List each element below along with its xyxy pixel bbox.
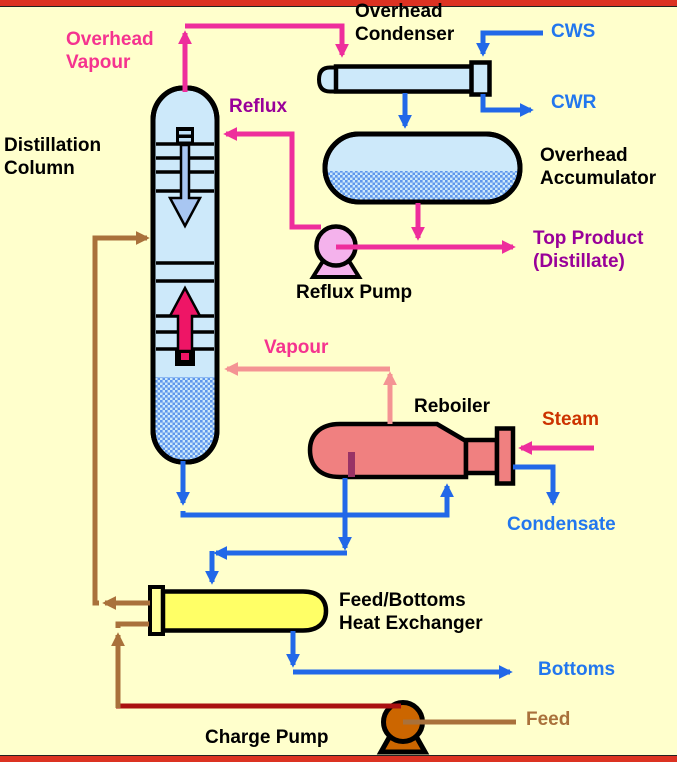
top-border (0, 0, 677, 7)
bottoms-to-reboiler-line (180, 483, 454, 518)
label-distillation-column: Distillation Column (4, 135, 102, 179)
label-vapour: Vapour (264, 337, 329, 358)
cws-line (476, 30, 543, 57)
exchanger-feed-inlet-line (115, 621, 149, 628)
label-steam: Steam (542, 409, 600, 430)
condenser-head (469, 60, 492, 97)
overhead-vapour-line-to-condenser (185, 23, 349, 58)
accumulator-liquid (325, 171, 520, 202)
condenser-shell (333, 64, 475, 94)
reboiler-shell (307, 421, 469, 480)
label-condensate: Condensate (507, 514, 616, 535)
heat-exchanger-vessel (148, 585, 329, 636)
reboiler-weir (348, 452, 355, 477)
label-cwr: CWR (551, 92, 597, 113)
label-overhead-vapour: Overhead Vapour (66, 29, 154, 73)
column-bottoms-liquid (153, 377, 217, 462)
overhead-accumulator-vessel (322, 131, 523, 205)
reflux-line (223, 127, 321, 230)
reboiler-flange (494, 426, 516, 486)
label-reflux: Reflux (229, 96, 288, 117)
label-overhead-condenser: Overhead Condenser (355, 1, 455, 45)
reflux-pump-symbol (309, 224, 363, 279)
column-internal-up-arrow (167, 285, 203, 366)
label-feed: Feed (526, 709, 571, 730)
reboiler-vessel (307, 421, 516, 486)
overhead-condenser-vessel (316, 60, 492, 97)
cwr-line (480, 94, 534, 117)
condensate-line (513, 464, 560, 506)
exchanger-shell (160, 589, 329, 633)
label-top-product: Top Product (Distillate) (533, 228, 644, 272)
charge-pump-symbol (376, 700, 430, 755)
label-reboiler: Reboiler (414, 396, 491, 417)
bottom-border (0, 755, 677, 762)
condenser-left-cap (316, 65, 340, 94)
column-internal-down-arrow (167, 127, 203, 229)
reboiler-neck (463, 437, 500, 476)
label-heat-exchanger: Feed/Bottoms Heat Exchanger (339, 590, 483, 634)
label-bottoms: Bottoms (538, 659, 616, 680)
label-overhead-accumulator: Overhead Accumulator (540, 145, 657, 189)
label-reflux-pump: Reflux Pump (296, 282, 413, 303)
label-cws: CWS (551, 21, 596, 42)
label-charge-pump: Charge Pump (205, 727, 329, 748)
feed-to-column-line (92, 231, 150, 606)
